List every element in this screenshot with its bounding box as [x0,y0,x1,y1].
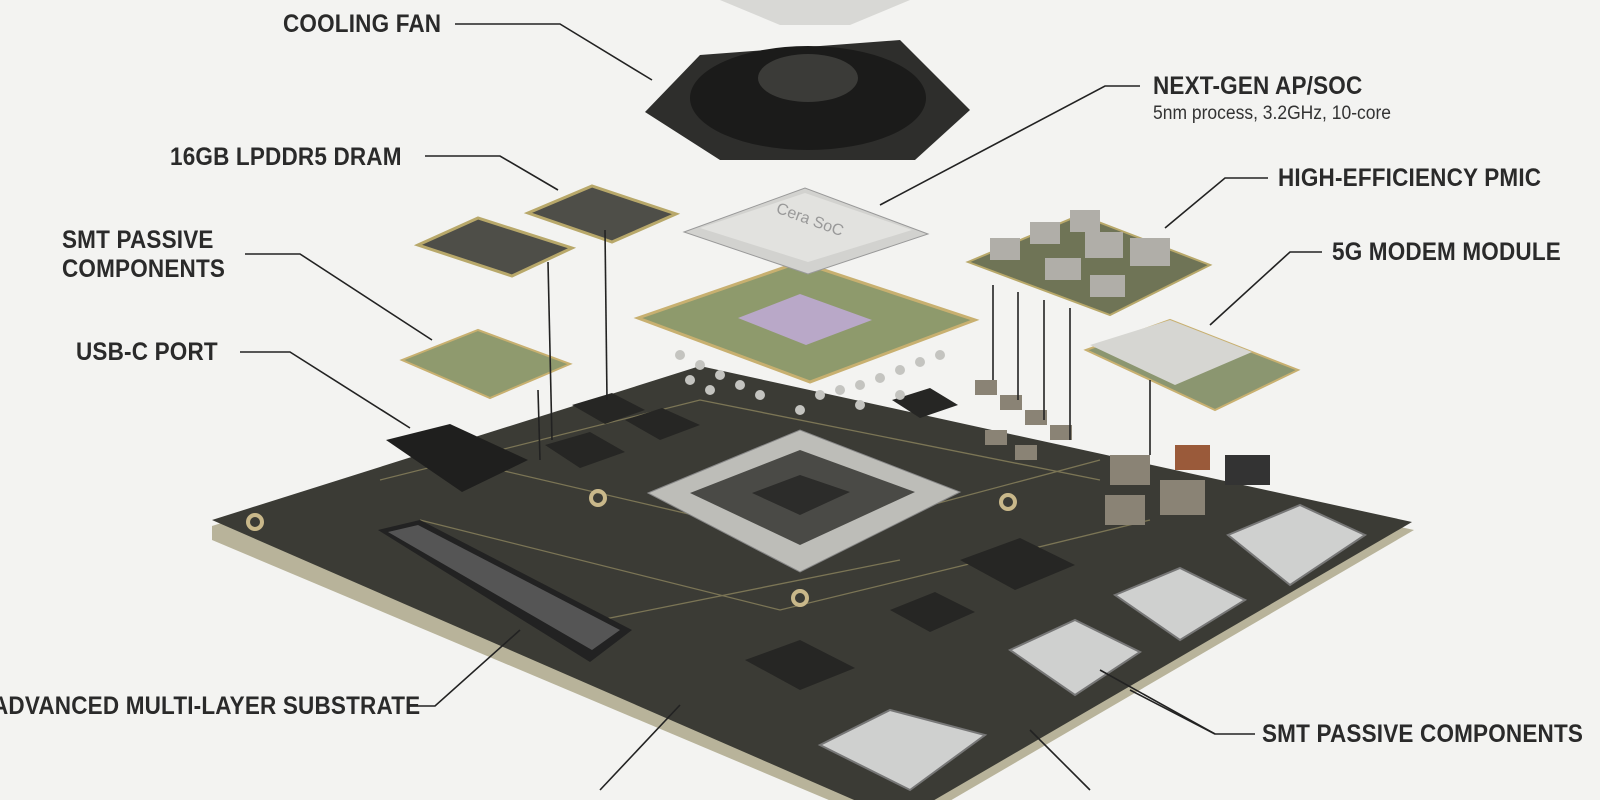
label-cooling-fan: COOLING FAN [283,10,442,38]
label-smt-passive-bottom: SMT PASSIVE COMPONENTS [1262,720,1584,748]
label-substrate: ADVANCED MULTI-LAYER SUBSTRATE [0,692,421,720]
label-modem: 5G MODEM MODULE [1332,238,1561,266]
usb-c-port-bottom [1007,618,1143,697]
board-passives [975,380,1270,525]
soc-die [738,294,872,345]
label-dram: 16GB LPDDR5 DRAM [170,143,402,171]
label-smt-passive-1: SMT PASSIVE [62,226,214,254]
leader-lines [240,23,1322,791]
label-smt-passive-2: COMPONENTS [62,255,226,283]
edge-connector-slot [388,525,620,650]
label-usb-c: USB-C PORT [76,338,218,366]
label-soc: NEXT-GEN AP/SOC [1153,72,1363,100]
board-soc-die [752,475,850,515]
mounting-holes [246,489,1017,607]
board-ics [545,388,1075,690]
smt-passive-board [399,328,573,400]
displayport [1112,566,1248,642]
soc-lid-top [700,193,912,262]
label-pmic: HIGH-EFFICIENCY PMIC [1278,164,1542,192]
dram-chip-1 [413,216,577,278]
heatsink [720,0,910,25]
hdmi-port-bottom [817,708,988,792]
pcb-board [212,366,1412,800]
pmic-components [990,210,1170,297]
solder-balls [675,350,945,415]
usb-c-component [386,424,528,492]
modem-shield [1090,320,1252,385]
dram-chip-2 [523,184,681,244]
hdmi-port [1226,503,1368,587]
label-soc-specs: 5nm process, 3.2GHz, 10-core [1153,103,1392,124]
fan-hub [758,54,858,102]
